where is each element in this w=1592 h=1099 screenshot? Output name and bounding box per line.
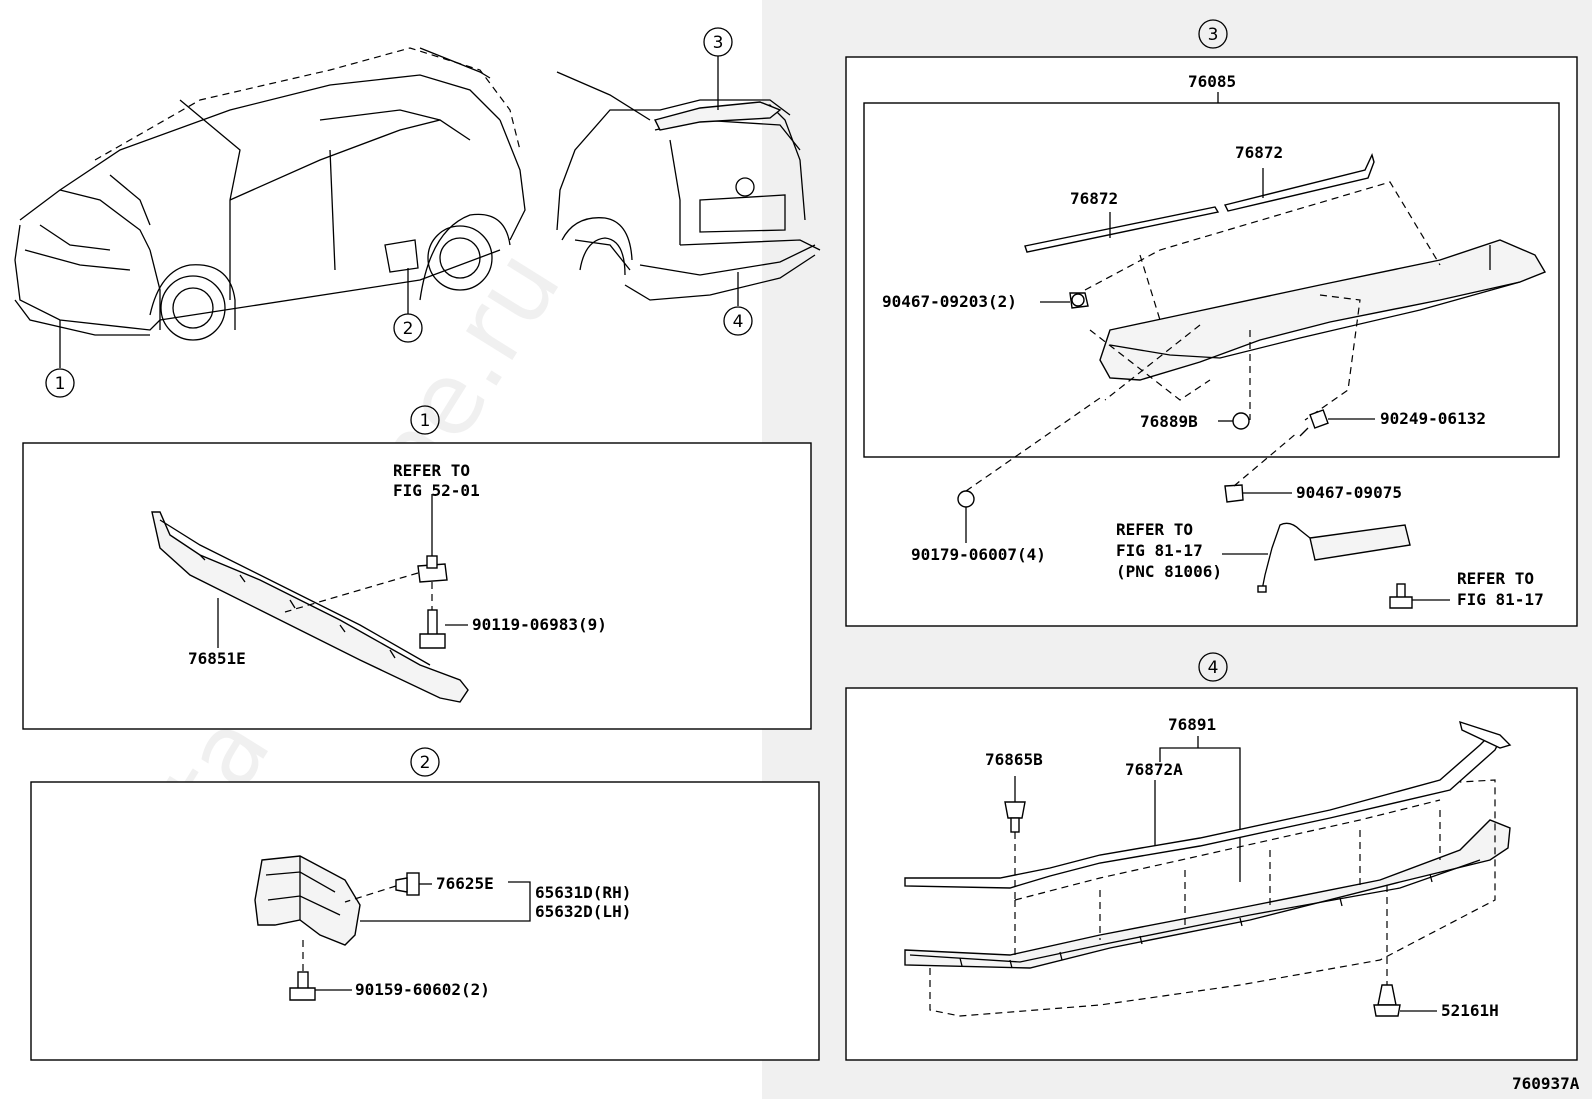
moulding-76872-left bbox=[1024, 206, 1220, 253]
label-76872A: 76872A bbox=[1125, 760, 1183, 779]
label-52161H: 52161H bbox=[1441, 1001, 1499, 1020]
rear-lower-spoiler-part bbox=[904, 819, 1511, 969]
guide-dash-c bbox=[1089, 329, 1211, 401]
clip-90179-part bbox=[957, 490, 975, 508]
guide-dash-a bbox=[1084, 181, 1441, 291]
label-76851E: 76851E bbox=[188, 649, 246, 668]
refer-text-1b: FIG 52-01 bbox=[393, 481, 480, 500]
label-90119-06983: 90119-06983(9) bbox=[472, 615, 607, 634]
guide-dash-d bbox=[1104, 324, 1201, 401]
section-3-header: 3 bbox=[1198, 19, 1228, 49]
svg-text:4: 4 bbox=[733, 312, 744, 332]
bolt-90159-part bbox=[289, 971, 316, 1001]
clip-90467-09075-part bbox=[1224, 484, 1244, 503]
stop-lamp-part bbox=[1257, 522, 1411, 593]
clip-76625E-part bbox=[395, 872, 432, 896]
callout-3-top: 3 bbox=[703, 27, 733, 110]
svg-text:3: 3 bbox=[1208, 25, 1219, 45]
mudguard-part bbox=[254, 855, 361, 946]
svg-text:1: 1 bbox=[55, 374, 66, 394]
svg-text:4: 4 bbox=[1208, 658, 1219, 678]
moulding-76872-right bbox=[1223, 153, 1375, 212]
label-90249-06132: 90249-06132 bbox=[1380, 409, 1486, 428]
nut-90467-09203-part bbox=[1069, 292, 1089, 309]
label-76625E: 76625E bbox=[436, 874, 494, 893]
section-3-inner-box bbox=[863, 102, 1560, 458]
refer-text-1a: REFER TO bbox=[393, 461, 470, 480]
clip-90249-part bbox=[1299, 409, 1329, 437]
front-spoiler-part bbox=[151, 511, 469, 703]
refer-text-3b-2: FIG 81-17 bbox=[1457, 590, 1544, 609]
refer-text-3a-1: REFER TO bbox=[1116, 520, 1193, 539]
section-1-header: 1 bbox=[410, 405, 440, 435]
bracket-2 bbox=[360, 881, 531, 922]
label-90467-09075: 90467-09075 bbox=[1296, 483, 1402, 502]
screw-stop-lamp-part bbox=[1389, 583, 1413, 609]
guide-dash-4a bbox=[929, 779, 1496, 1017]
label-65632D: 65632D(LH) bbox=[535, 902, 631, 921]
leader-dashed-2 bbox=[344, 885, 397, 903]
car-rear-view bbox=[556, 71, 821, 301]
label-76872-right: 76872 bbox=[1235, 143, 1283, 162]
label-76891: 76891 bbox=[1168, 715, 1216, 734]
callout-2-top: 2 bbox=[393, 268, 423, 343]
bolt-part bbox=[419, 609, 446, 649]
guide-dash-4c bbox=[1014, 799, 1441, 901]
section-2-header: 2 bbox=[410, 747, 440, 777]
guide-dash-f bbox=[965, 397, 1101, 492]
label-90467-09203: 90467-09203(2) bbox=[882, 292, 1017, 311]
callout-1-top: 1 bbox=[45, 320, 75, 398]
rear-spoiler-part bbox=[1099, 239, 1547, 381]
cap-76889B-part bbox=[1232, 412, 1250, 430]
clip-76865B-part bbox=[1004, 801, 1026, 833]
guide-dash-4b bbox=[1014, 810, 1441, 955]
car-front-view bbox=[14, 47, 526, 341]
refer-text-3a-2: FIG 81-17 bbox=[1116, 541, 1203, 560]
svg-text:1: 1 bbox=[420, 411, 431, 431]
section-4-box bbox=[845, 687, 1578, 1061]
figure-code: 760937A bbox=[1512, 1074, 1580, 1093]
refer-text-3a-3: (PNC 81006) bbox=[1116, 562, 1222, 581]
guide-dash-b bbox=[1139, 254, 1361, 421]
moulding-tip bbox=[1459, 720, 1512, 749]
svg-text:3: 3 bbox=[713, 33, 724, 53]
callout-4-top: 4 bbox=[723, 272, 753, 336]
svg-text:2: 2 bbox=[403, 319, 414, 339]
label-65631D: 65631D(RH) bbox=[535, 883, 631, 902]
guide-dash-e bbox=[1233, 431, 1299, 487]
clip-52161H-part bbox=[1373, 984, 1401, 1017]
section-4-header: 4 bbox=[1198, 652, 1228, 682]
label-76085: 76085 bbox=[1188, 72, 1236, 91]
label-76865B: 76865B bbox=[985, 750, 1043, 769]
label-76889B: 76889B bbox=[1140, 412, 1198, 431]
label-76872-left: 76872 bbox=[1070, 189, 1118, 208]
nut-clip-part bbox=[417, 555, 448, 583]
svg-text:2: 2 bbox=[420, 753, 431, 773]
label-90159-60602: 90159-60602(2) bbox=[355, 980, 490, 999]
refer-text-3b-1: REFER TO bbox=[1457, 569, 1534, 588]
label-90179-06007: 90179-06007(4) bbox=[911, 545, 1046, 564]
